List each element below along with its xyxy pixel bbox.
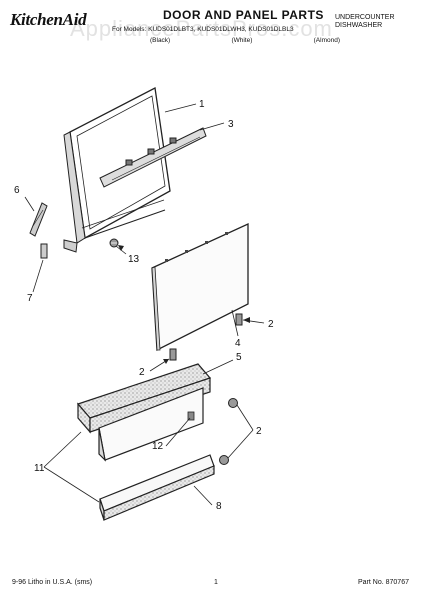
page-number: 1	[214, 579, 218, 586]
leader-6	[24, 196, 35, 212]
callout-8: 8	[216, 501, 222, 512]
kick-panel	[99, 454, 215, 521]
watermark-text: AppliancePartsPros.com	[70, 16, 333, 41]
leader-2c-bottom	[227, 429, 254, 459]
leader-7	[32, 259, 44, 293]
model-list: For Models: KUDS01DLBT3, KUDS01DLWH3, KU…	[112, 26, 294, 33]
color-black: (Black)	[150, 37, 171, 44]
color-almond: (Almond)	[313, 37, 340, 44]
callout-1: 1	[199, 99, 205, 110]
callout-2b: 2	[139, 367, 145, 378]
leader-8	[193, 485, 213, 506]
lower-trim-piece	[98, 387, 204, 462]
litho-note: 9-96 Litho in U.S.A. (sms)	[12, 579, 93, 586]
product-line-2: DISHWASHER	[335, 22, 383, 29]
callout-4: 4	[235, 338, 241, 349]
callout-2a: 2	[268, 319, 274, 330]
bracket-part	[99, 127, 207, 188]
spring-part	[29, 202, 48, 237]
callout-6: 6	[14, 185, 20, 196]
callout-11: 11	[34, 463, 45, 474]
outer-door-panel	[151, 222, 249, 352]
screw-part-2c	[219, 398, 238, 465]
callout-2c: 2	[256, 426, 262, 437]
leader-lines	[24, 103, 265, 506]
callout-12: 12	[152, 441, 164, 452]
leader-3	[199, 122, 225, 131]
page-title: DOOR AND PANEL PARTS	[163, 8, 324, 22]
clip-part	[40, 243, 48, 259]
leader-1	[164, 103, 197, 113]
arrowheads	[118, 245, 250, 364]
leader-11-top	[43, 431, 82, 468]
part-number: Part No. 870767	[358, 579, 409, 586]
leader-5	[202, 359, 234, 375]
brand-logo: KitchenAid	[10, 10, 87, 29]
callout-5: 5	[236, 352, 242, 363]
leader-2c-top	[236, 404, 254, 431]
leader-4	[231, 309, 239, 337]
screw-part-13	[109, 238, 119, 248]
insulation-panel	[76, 363, 212, 434]
leader-11-bottom	[43, 466, 100, 503]
screw-part-2b	[169, 348, 177, 361]
screw-part-2a	[235, 313, 243, 326]
color-white: (White)	[231, 37, 253, 44]
callout-13: 13	[128, 254, 140, 265]
product-line-1: UNDERCOUNTER	[335, 14, 395, 21]
callout-7: 7	[27, 293, 33, 304]
inner-door-frame	[63, 87, 171, 253]
product-type: UNDERCOUNTER DISHWASHER	[335, 14, 395, 30]
leader-12	[165, 417, 191, 447]
color-list: (Black) (White) (Almond)	[150, 37, 340, 44]
callout-3: 3	[228, 119, 234, 130]
